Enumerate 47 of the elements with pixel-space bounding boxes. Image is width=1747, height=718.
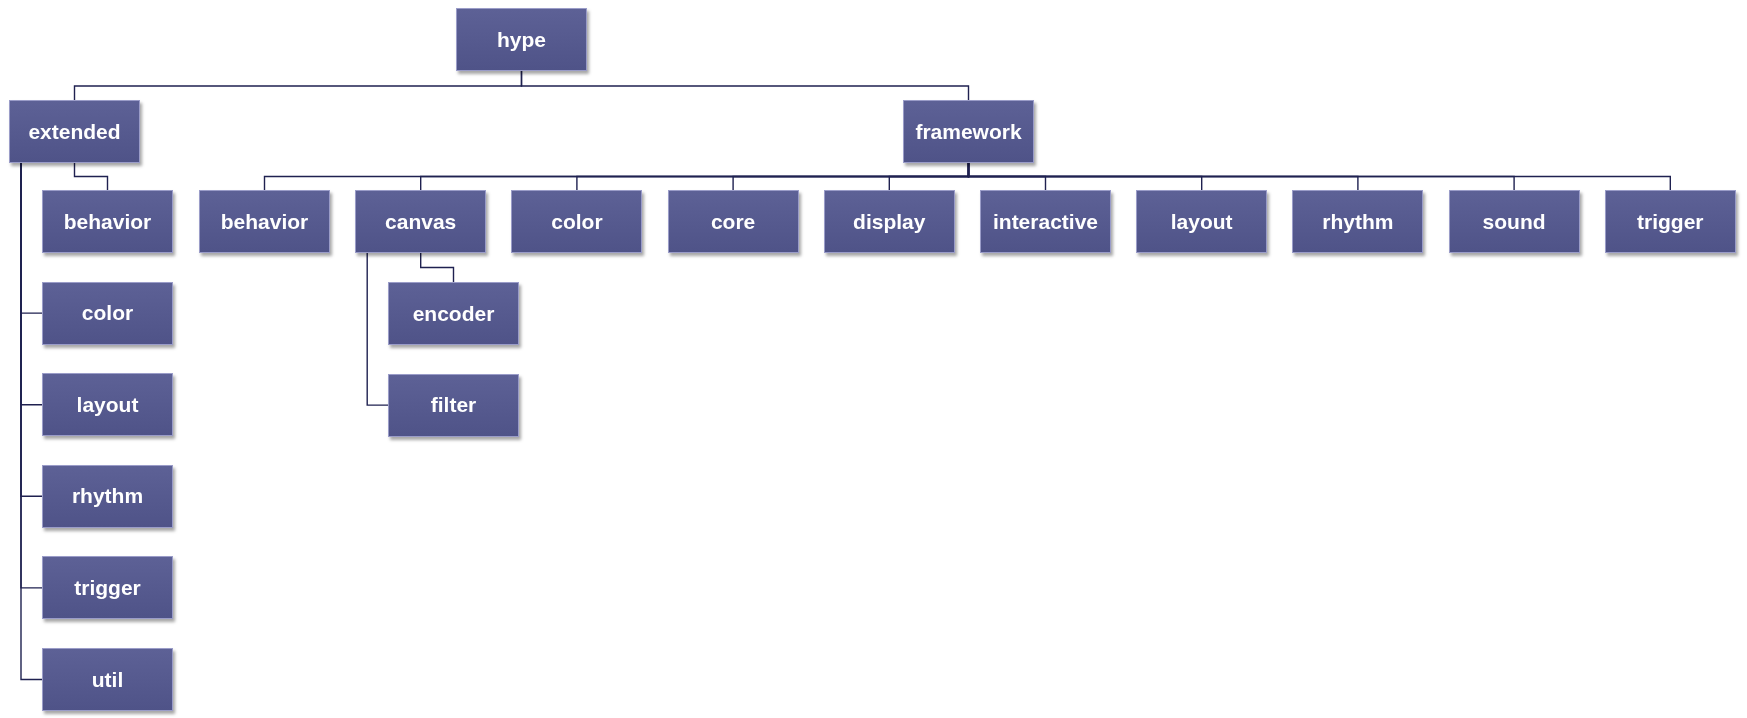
- package-label: rhythm: [71, 484, 144, 509]
- package-label: behavior: [63, 209, 152, 234]
- package-box: [42, 464, 173, 528]
- package-box: [456, 8, 587, 71]
- package-label: sound: [1482, 209, 1546, 234]
- package-label: core: [710, 209, 756, 234]
- connector-line: [967, 162, 1671, 191]
- package-label: hype: [497, 27, 546, 52]
- package-box: [667, 190, 799, 253]
- package-label: trigger: [1637, 209, 1704, 234]
- package-box: [42, 373, 173, 437]
- package-box: [9, 100, 140, 163]
- package-label: behavior: [220, 209, 309, 234]
- connector-line: [420, 252, 455, 283]
- package-box: [42, 190, 173, 253]
- connector-line: [520, 70, 970, 101]
- package-label: extended: [28, 119, 121, 144]
- package-label: layout: [1170, 209, 1233, 234]
- package-label: display: [853, 209, 926, 234]
- package-box: [199, 190, 330, 253]
- package-box: [355, 190, 487, 253]
- package-label: color: [81, 301, 134, 326]
- connector-line: [366, 252, 389, 406]
- package-box: [511, 190, 643, 253]
- package-box: [1136, 190, 1268, 253]
- package-box: [980, 190, 1111, 253]
- package-box: [1604, 190, 1736, 253]
- package-label: util: [91, 667, 124, 692]
- connector-line: [73, 162, 109, 191]
- package-box: [42, 556, 173, 620]
- package-box: [1292, 190, 1424, 253]
- package-label: framework: [915, 119, 1022, 144]
- package-label: canvas: [385, 209, 457, 234]
- package-label: trigger: [74, 575, 141, 600]
- package-label: rhythm: [1322, 209, 1394, 234]
- package-label: filter: [430, 393, 477, 418]
- package-box: [388, 282, 519, 345]
- package-box: [903, 100, 1034, 163]
- package-label: encoder: [412, 301, 495, 326]
- package-box: [388, 373, 519, 437]
- package-box: [1448, 190, 1580, 253]
- package-box: [823, 190, 955, 253]
- package-label: interactive: [992, 209, 1099, 234]
- package-box: [42, 648, 173, 711]
- package-label: color: [551, 209, 603, 234]
- package-label: layout: [76, 392, 139, 417]
- package-box: [42, 281, 173, 345]
